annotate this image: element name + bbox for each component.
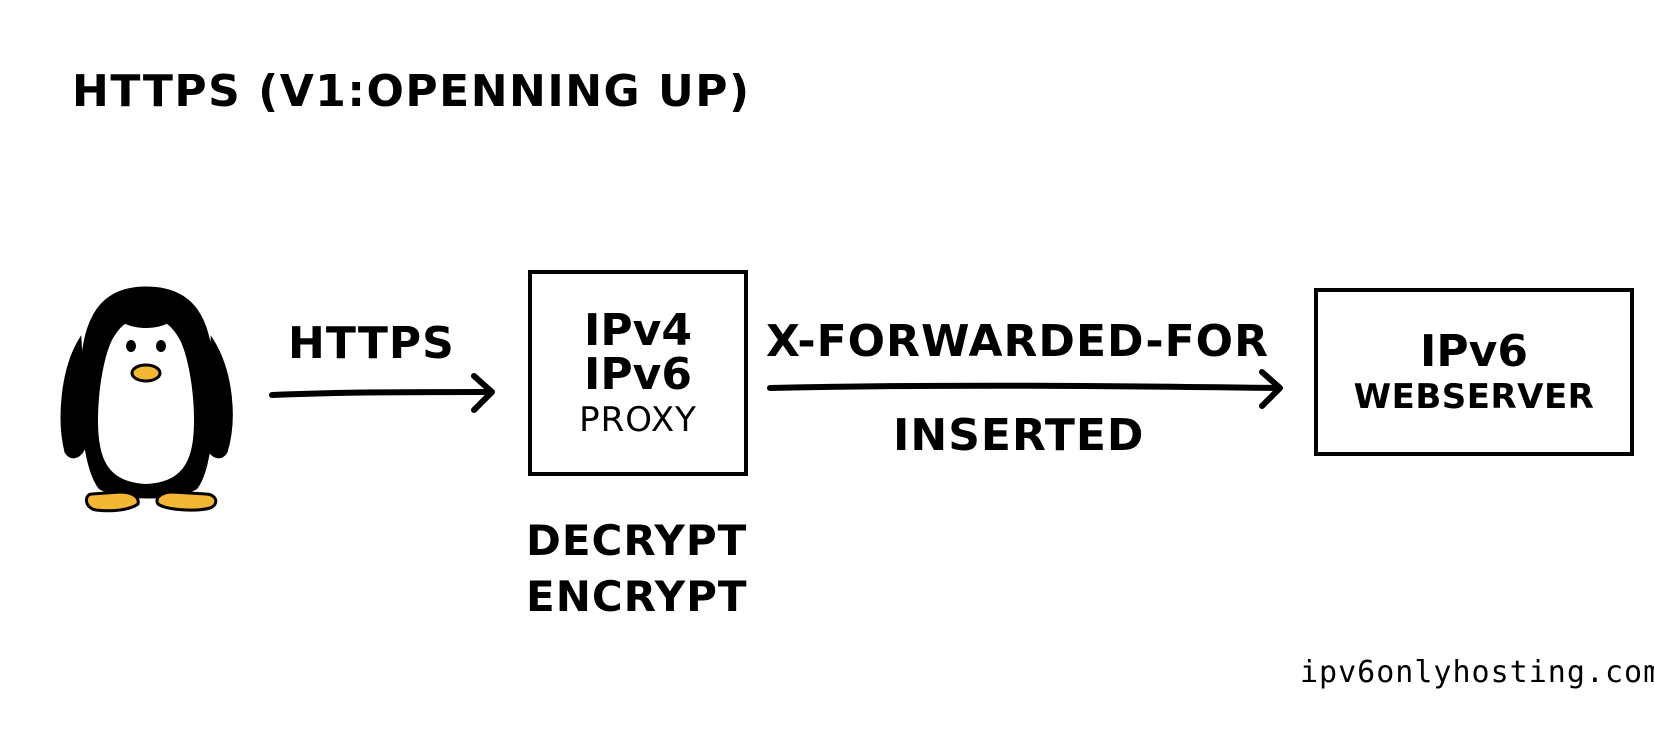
proxy-caption-encrypt: ENCRYPT: [526, 572, 748, 621]
page-title: HTTPS (V1:OPENNING UP): [72, 66, 751, 117]
edge-label-x-forwarded-for: X-FORWARDED-FOR: [766, 316, 1269, 367]
proxy-line-ipv6: IPv6: [584, 349, 692, 400]
edge-label-https: HTTPS: [288, 318, 455, 369]
proxy-line-ipv4: IPv4: [584, 305, 692, 356]
proxy-caption-decrypt: DECRYPT: [526, 516, 748, 565]
proxy-line-label: PROXY: [579, 400, 697, 440]
webserver-node: IPv6 WEBSERVER: [1314, 288, 1634, 456]
arrow-https: [269, 373, 495, 413]
arrow-x-forwarded-for: [767, 369, 1283, 409]
edge-label-inserted: INSERTED: [893, 410, 1145, 461]
site-logo-text: ipv6onlyhosting.com: [1300, 655, 1654, 690]
webserver-line-label: WEBSERVER: [1353, 377, 1595, 417]
penguin-icon: [60, 286, 233, 513]
proxy-node: IPv4 IPv6 PROXY: [528, 270, 748, 476]
webserver-line-ipv6: IPv6: [1420, 326, 1528, 377]
